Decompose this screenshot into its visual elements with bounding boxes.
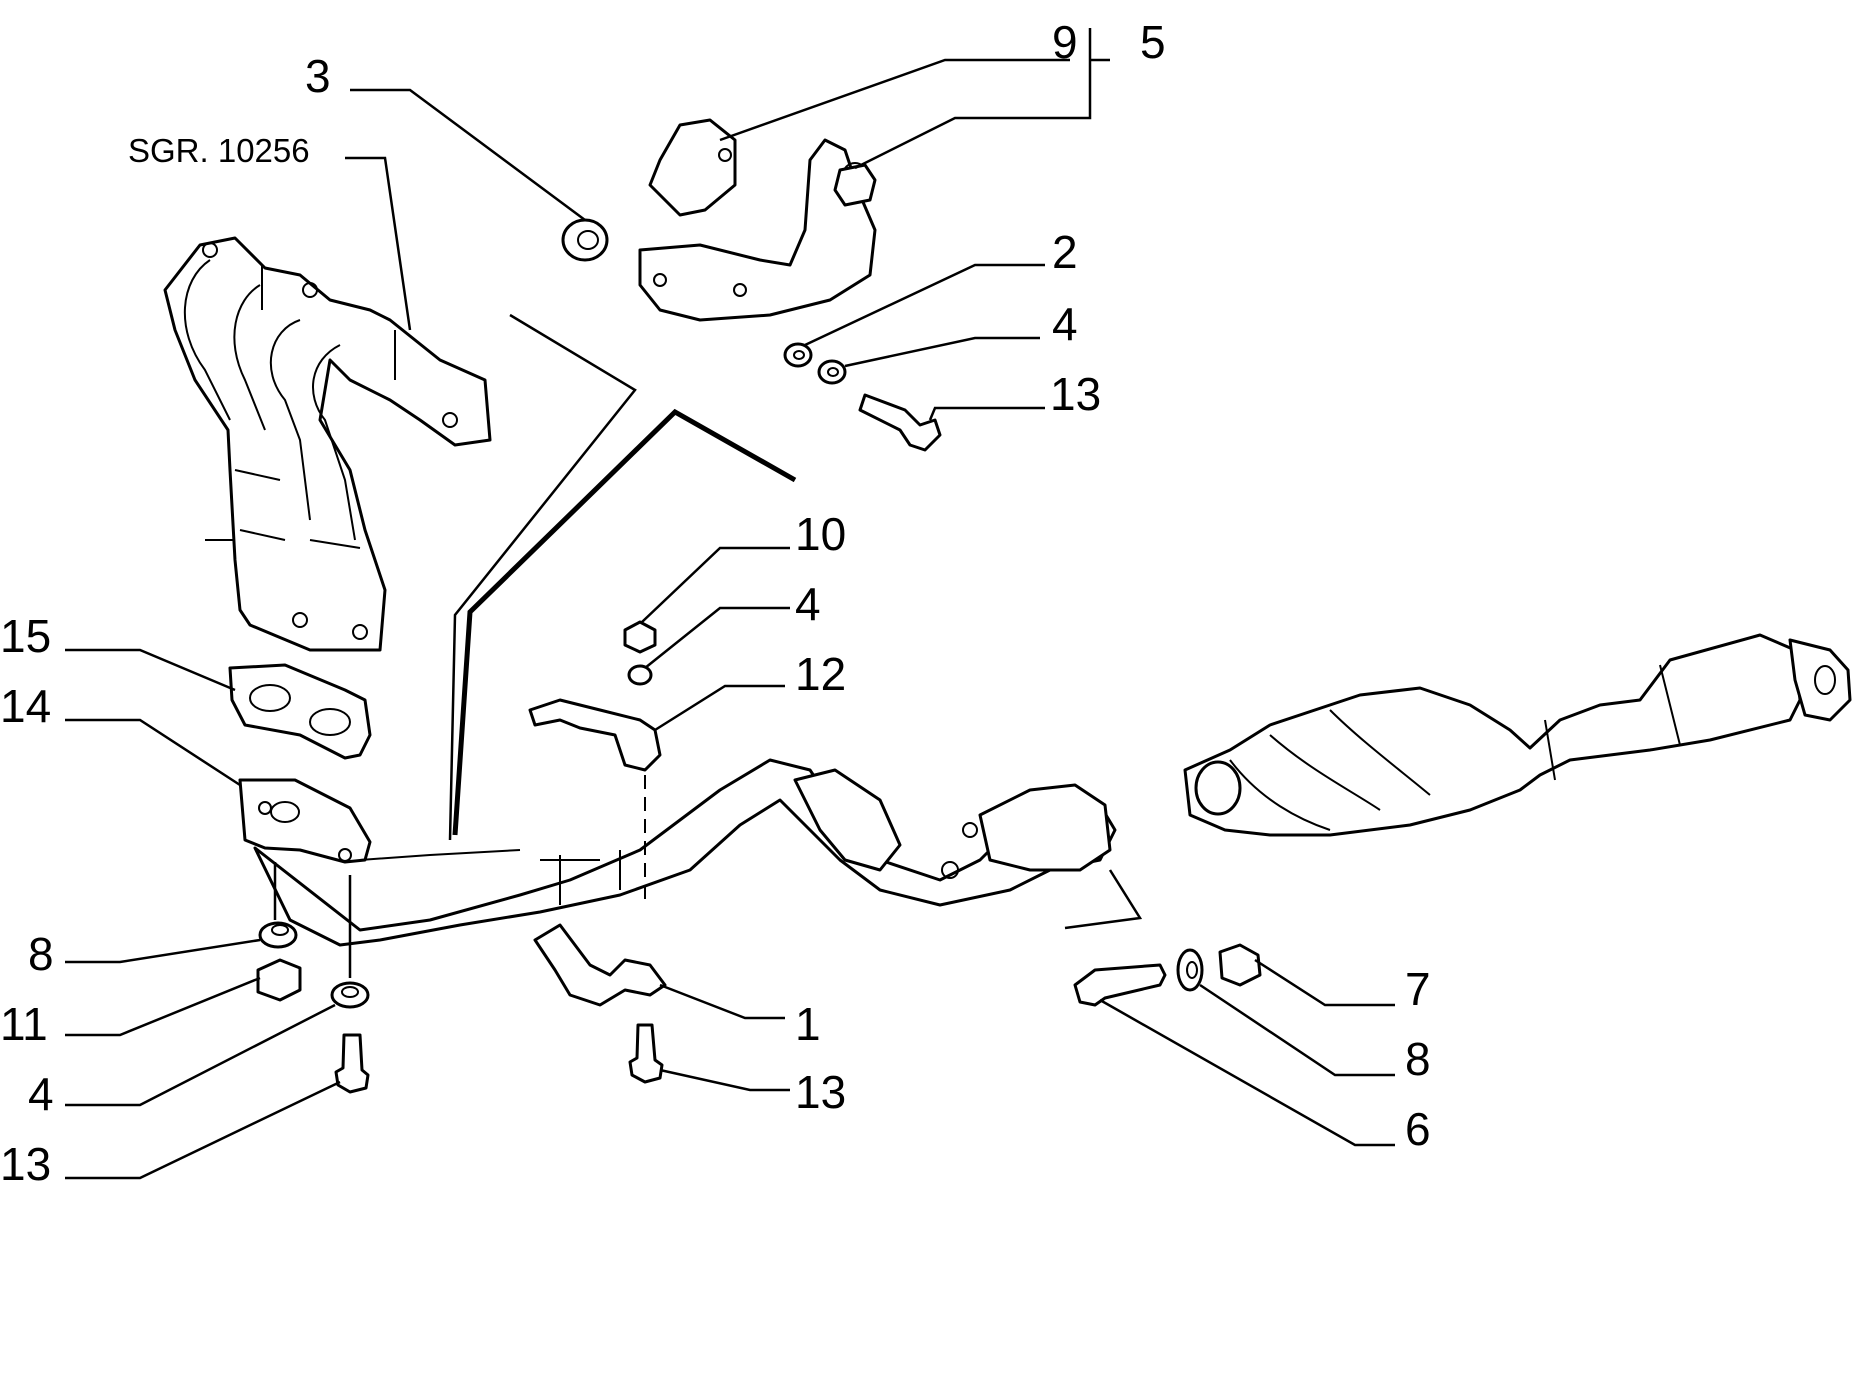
- callout-4-left: 4: [28, 1068, 54, 1120]
- front-exhaust-pipe: [238, 758, 1117, 947]
- clamp-12: [528, 698, 662, 900]
- hanger-bracket-5: [638, 138, 877, 322]
- washer-8-right: [1176, 948, 1204, 992]
- nut-7: [1218, 943, 1262, 987]
- washer-4-left: [330, 981, 370, 1009]
- nut-10: [623, 620, 657, 654]
- washer-2: [783, 342, 813, 368]
- callout-6: 6: [1405, 1103, 1431, 1155]
- bolt-13-top: [858, 393, 942, 452]
- callout-2: 2: [1052, 226, 1078, 278]
- manifold-gasket: [228, 663, 372, 760]
- bolt-6: [1073, 963, 1167, 1007]
- callout-9: 9: [1052, 16, 1078, 68]
- callout-8-right: 8: [1405, 1033, 1431, 1085]
- callout-8-left: 8: [28, 928, 54, 980]
- callout-12: 12: [795, 648, 846, 700]
- callout-10: 10: [795, 508, 846, 560]
- washer-4-top: [817, 359, 847, 385]
- callout-4-top: 4: [1052, 298, 1078, 350]
- washer-4-center: [627, 664, 653, 686]
- callout-4-center: 4: [795, 578, 821, 630]
- callout-13-left: 13: [0, 1138, 51, 1190]
- clamp-1: [533, 923, 667, 1007]
- catalytic-converter-silencer: [1183, 633, 1852, 837]
- bolt-13-left: [334, 1033, 370, 1094]
- callout-3: 3: [305, 50, 331, 102]
- callout-15: 15: [0, 610, 51, 662]
- callout-14: 14: [0, 680, 51, 732]
- callout-labels: 3 9 5 2 4 13 10 4 12 1 13 15 14 8 11 4 1…: [0, 16, 1431, 1190]
- callout-1: 1: [795, 998, 821, 1050]
- callout-13-top: 13: [1050, 368, 1101, 420]
- bolt-13-center: [628, 1023, 664, 1084]
- nut-11: [256, 958, 302, 1002]
- callout-7: 7: [1405, 963, 1431, 1015]
- exhaust-manifold: [163, 236, 492, 652]
- nut-8-left: [258, 921, 298, 949]
- reference-leader: [345, 156, 412, 331]
- section-break-lines: [448, 313, 1143, 930]
- leader-lines: [65, 28, 1395, 1180]
- callout-13-center: 13: [795, 1066, 846, 1118]
- callout-5: 5: [1140, 16, 1166, 68]
- rubber-ring-3: [561, 218, 609, 262]
- reference-label: SGR. 10256: [128, 132, 310, 169]
- callout-11: 11: [0, 998, 48, 1050]
- bracket-9: [648, 118, 737, 217]
